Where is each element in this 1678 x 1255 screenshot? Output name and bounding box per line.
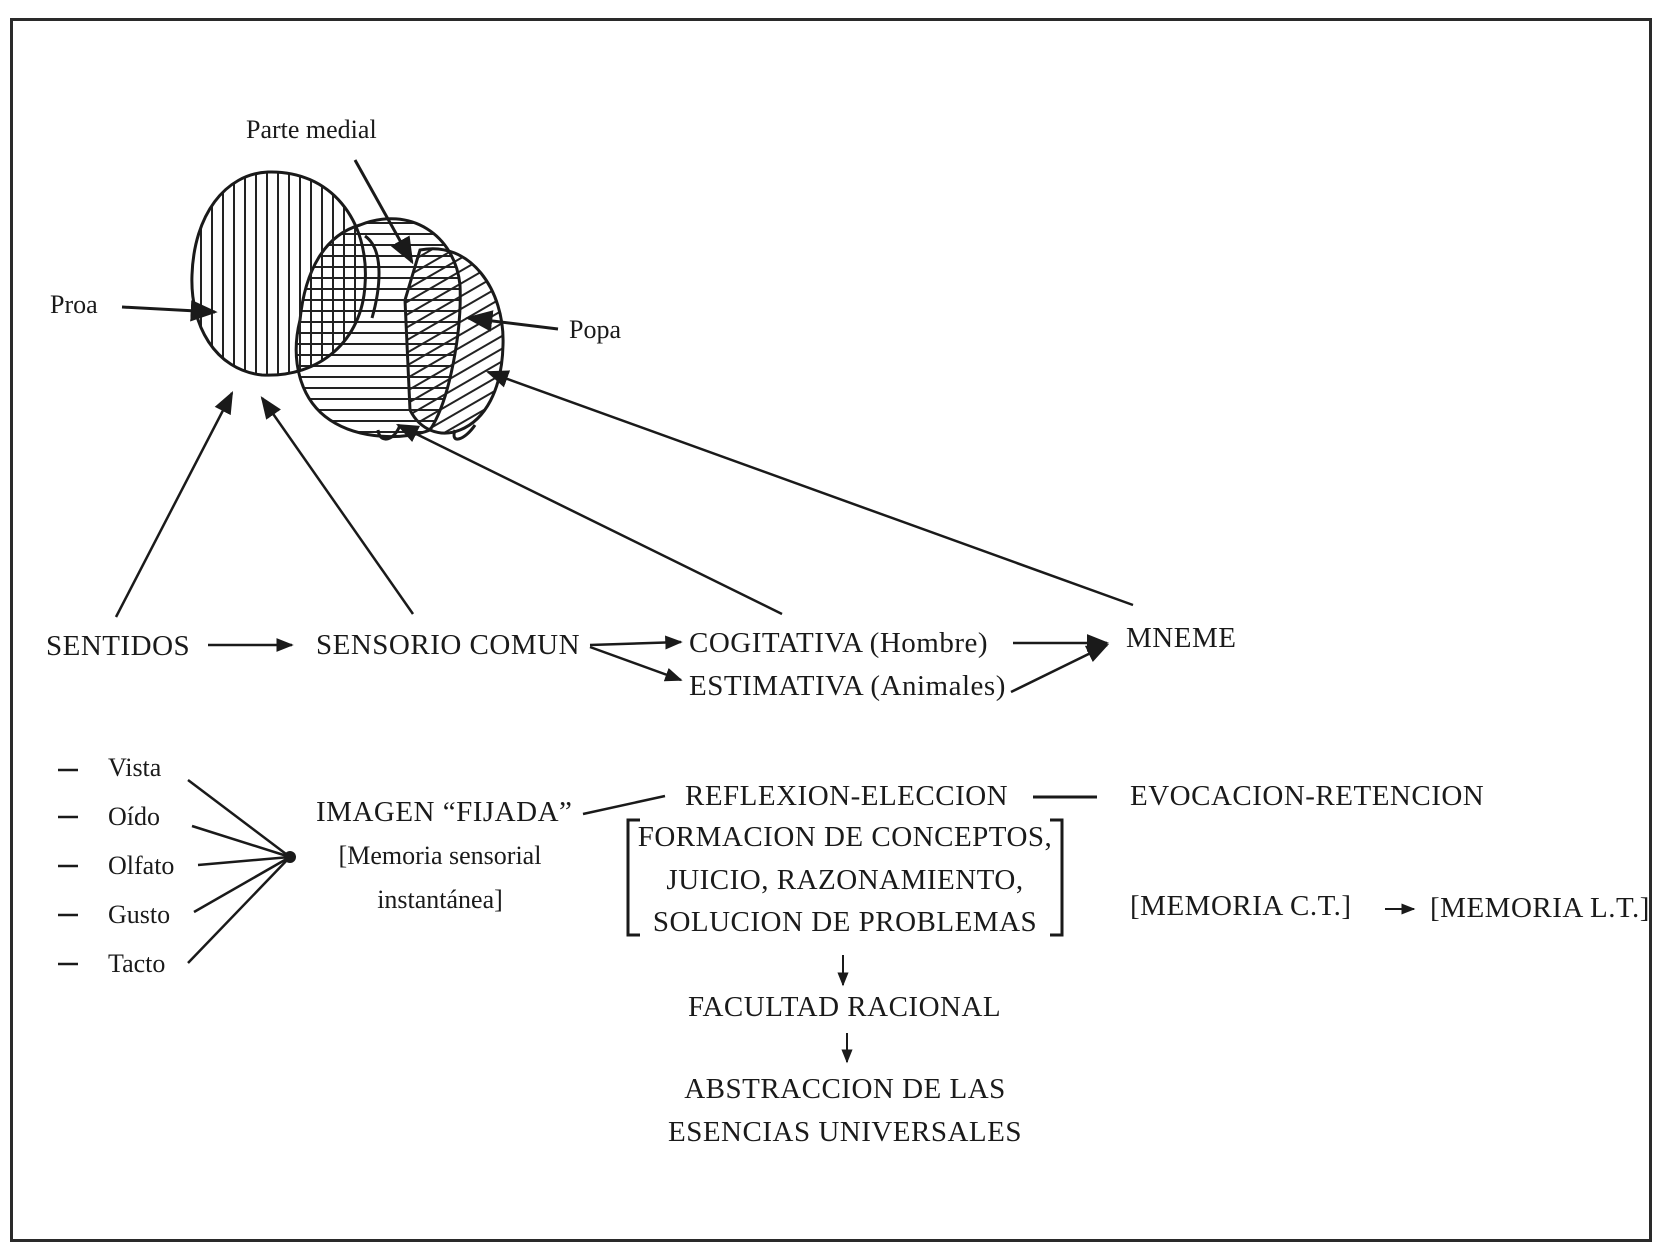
memoria-lt-label: [MEMORIA L.T.]: [1430, 894, 1650, 923]
processes-line3: SOLUCION DE PROBLEMAS: [630, 908, 1060, 937]
estimativa-label: ESTIMATIVA (Animales): [689, 672, 1006, 701]
imagen-fijada-label: IMAGEN “FIJADA”: [316, 798, 572, 827]
sense-label: Vista: [108, 755, 161, 781]
sentidos-label: SENTIDOS: [46, 632, 190, 661]
imagen-memoria-line2: instantánea]: [330, 887, 550, 913]
sense-label: Gusto: [108, 902, 170, 928]
imagen-memoria-line1: [Memoria sensorial: [330, 843, 550, 869]
ventricle-proa: [192, 172, 366, 375]
memoria-ct-label: [MEMORIA C.T.]: [1130, 892, 1352, 921]
facultad-racional-label: FACULTAD RACIONAL: [688, 993, 1001, 1022]
sensorio-comun-label: SENSORIO COMUN: [316, 631, 580, 660]
abstraccion-line2: ESENCIAS UNIVERSALES: [640, 1118, 1050, 1147]
processes-line1: FORMACION DE CONCEPTOS,: [630, 823, 1060, 852]
processes-line2: JUICIO, RAZONAMIENTO,: [630, 866, 1060, 895]
mneme-label: MNEME: [1126, 624, 1236, 653]
parte-medial-label: Parte medial: [246, 117, 377, 143]
imagen-to-reflexion-line: [583, 796, 665, 814]
sensorio-to-cogitativa-arrow: [590, 642, 681, 645]
sensorio-to-estimativa-arrow: [590, 647, 681, 680]
sentidos-to-brain-arrow: [116, 393, 232, 617]
sense-dashes: [58, 770, 78, 964]
cogitativa-to-brain-arrow: [398, 425, 782, 614]
sense-label: Olfato: [108, 853, 174, 879]
sense-label: Oído: [108, 804, 160, 830]
sense-label: Tacto: [108, 951, 165, 977]
abstraccion-line1: ABSTRACCION DE LAS: [640, 1075, 1050, 1104]
proa-label: Proa: [50, 292, 98, 318]
reflexion-eleccion-label: REFLEXION-ELECCION: [685, 782, 1008, 811]
evocacion-retencion-label: EVOCACION-RETENCION: [1130, 782, 1484, 811]
senses-converge-dot: [284, 851, 296, 863]
senses-converge-lines: [188, 780, 290, 963]
estimativa-to-mneme-arrow: [1011, 645, 1107, 692]
popa-label: Popa: [569, 317, 621, 343]
mneme-to-brain-arrow: [488, 372, 1133, 605]
cogitativa-label: COGITATIVA (Hombre): [689, 629, 988, 658]
